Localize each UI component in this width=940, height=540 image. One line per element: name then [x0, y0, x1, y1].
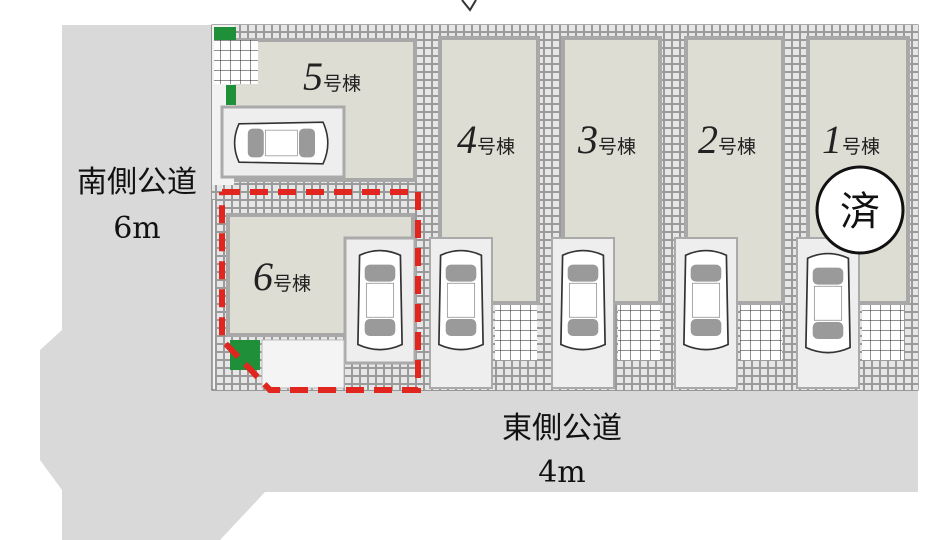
west-road-width: 6m: [113, 211, 161, 246]
south-road-name: 東側公道: [502, 411, 622, 446]
sold-badge: 済: [815, 165, 905, 255]
lot-3-label: 3号棟: [577, 117, 636, 162]
lot-2-label: 2号棟: [698, 117, 756, 162]
car-icon: [357, 249, 403, 351]
west-road-name: 南側公道: [77, 165, 197, 200]
lot-1-label: 1号棟: [822, 117, 880, 162]
car-icon: [560, 249, 606, 351]
svg-text:済: 済: [840, 189, 880, 235]
west-road: [40, 25, 918, 540]
lot-5-label: 5号棟: [303, 54, 361, 99]
north-arrow-icon: [461, 0, 477, 12]
car-icon: [438, 249, 484, 351]
car-icon: [233, 121, 329, 165]
lot-4[interactable]: [428, 25, 548, 390]
car-icon: [683, 249, 729, 351]
south-road-width: 4m: [538, 455, 586, 490]
lot-6-label: 6号棟: [253, 254, 311, 299]
lot-6[interactable]: [215, 189, 428, 393]
lot-5[interactable]: [212, 25, 428, 200]
lot-2[interactable]: [672, 25, 795, 390]
lot-4-label: 4号棟: [457, 117, 515, 162]
lot-3[interactable]: [548, 25, 672, 390]
car-icon: [805, 252, 851, 354]
